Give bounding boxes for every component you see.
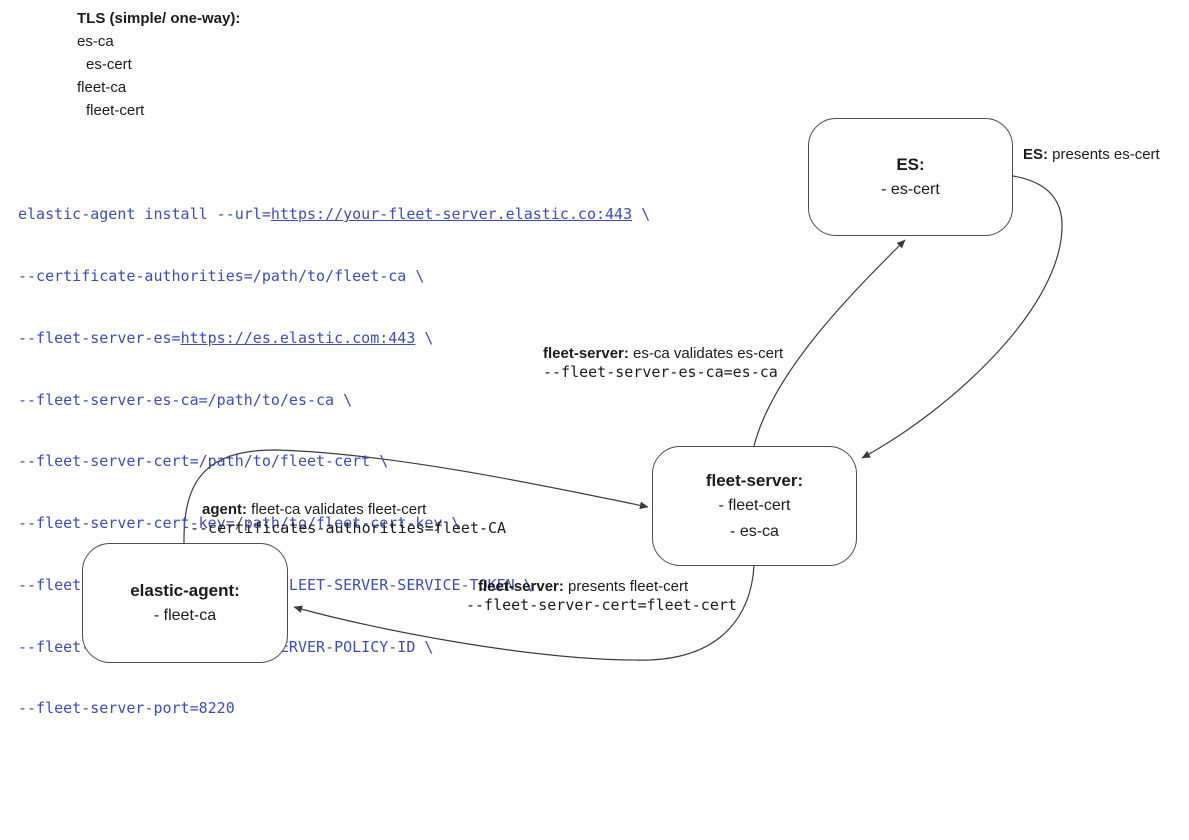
label-text: fleet-ca validates fleet-cert <box>247 501 427 518</box>
arrow-es-presents-es-cert <box>861 175 1063 459</box>
install-command-block: elastic-agent install --url=https://your… <box>18 163 650 760</box>
command-line: --fleet-server-cert-key=/path/to/fleet-c… <box>18 514 461 533</box>
command-line: elastic-agent install --url=https://your… <box>18 204 650 225</box>
command-line: --fleet-server-port=8220 <box>18 699 235 718</box>
legend-item-fleet-ca: fleet-ca <box>77 79 127 96</box>
fleet-server-url-link[interactable]: https://your-fleet-server.elastic.co:443 <box>270 205 633 224</box>
arrow-fleet-validates-es-cert <box>753 239 906 447</box>
label-flag-text: --certificates-authorities=fleet-CA <box>190 519 507 537</box>
node-fleet-server: fleet-server: - fleet-cert - es-ca <box>652 446 857 566</box>
label-text: presents fleet-cert <box>563 578 689 595</box>
es-url-link[interactable]: https://es.elastic.com:443 <box>180 328 416 347</box>
legend-title: TLS (simple/ one-way): <box>77 10 241 27</box>
label-text: es-ca validates es-cert <box>628 345 784 362</box>
label-agent-validates-fleet-cert: agent: fleet-ca validates fleet-cert --c… <box>190 500 506 538</box>
command-line: --certificate-authorities=/path/to/fleet… <box>18 266 425 285</box>
arrow-fleet-presents-fleet-cert <box>293 565 755 661</box>
command-line: --fleet-server-cert=/path/to/fleet-cert … <box>18 452 389 471</box>
label-flag-text: --fleet-server-es-ca=es-ca <box>543 363 778 381</box>
label-fleet-presents-fleet-cert: fleet-server: presents fleet-cert --flee… <box>466 577 737 615</box>
label-text: presents es-cert <box>1048 146 1160 163</box>
tls-legend: TLS (simple/ one-way): es-ca es-cert fle… <box>77 7 240 122</box>
command-line: --fleet-server-es=https://es.elastic.com… <box>18 328 650 349</box>
node-es-item: - es-cert <box>881 181 940 198</box>
legend-item-fleet-cert: fleet-cert <box>86 102 145 119</box>
command-line: --fleet-server-es-ca=/path/to/es-ca \ <box>18 390 353 409</box>
node-es: ES: - es-cert <box>808 118 1013 236</box>
node-elastic-agent-item: - fleet-ca <box>153 607 217 624</box>
node-elastic-agent-title: elastic-agent: <box>130 580 240 600</box>
label-es-presents-es-cert: ES: presents es-cert <box>1023 145 1160 164</box>
label-fleet-validates-es-cert: fleet-server: es-ca validates es-cert --… <box>543 344 783 382</box>
legend-item-es-ca: es-ca <box>77 33 114 50</box>
command-text: --fleet-server-es= <box>18 328 181 347</box>
arrow-agent-validates-fleet-cert <box>183 449 649 544</box>
command-text: \ <box>415 328 434 347</box>
label-bold-prefix: agent: <box>202 501 247 518</box>
label-line: fleet-server: es-ca validates es-cert <box>543 344 783 363</box>
command-text: \ <box>632 205 651 224</box>
label-flag-text: --fleet-server-cert=fleet-cert <box>466 596 737 614</box>
legend-item-es-cert: es-cert <box>86 56 132 73</box>
node-elastic-agent: elastic-agent: - fleet-ca <box>82 543 288 663</box>
node-fleet-server-item: - fleet-cert <box>718 497 791 515</box>
label-bold-prefix: fleet-server: <box>543 345 629 362</box>
label-line: fleet-server: presents fleet-cert <box>466 577 737 596</box>
node-fleet-server-item: - es-ca <box>730 522 779 540</box>
node-es-title: ES: <box>896 154 925 174</box>
node-fleet-server-title: fleet-server: <box>705 470 804 490</box>
label-line: agent: fleet-ca validates fleet-cert <box>190 500 506 519</box>
command-text: elastic-agent install --url= <box>18 205 271 224</box>
label-bold-prefix: fleet-server: <box>478 578 564 595</box>
label-bold-prefix: ES: <box>1023 146 1049 163</box>
